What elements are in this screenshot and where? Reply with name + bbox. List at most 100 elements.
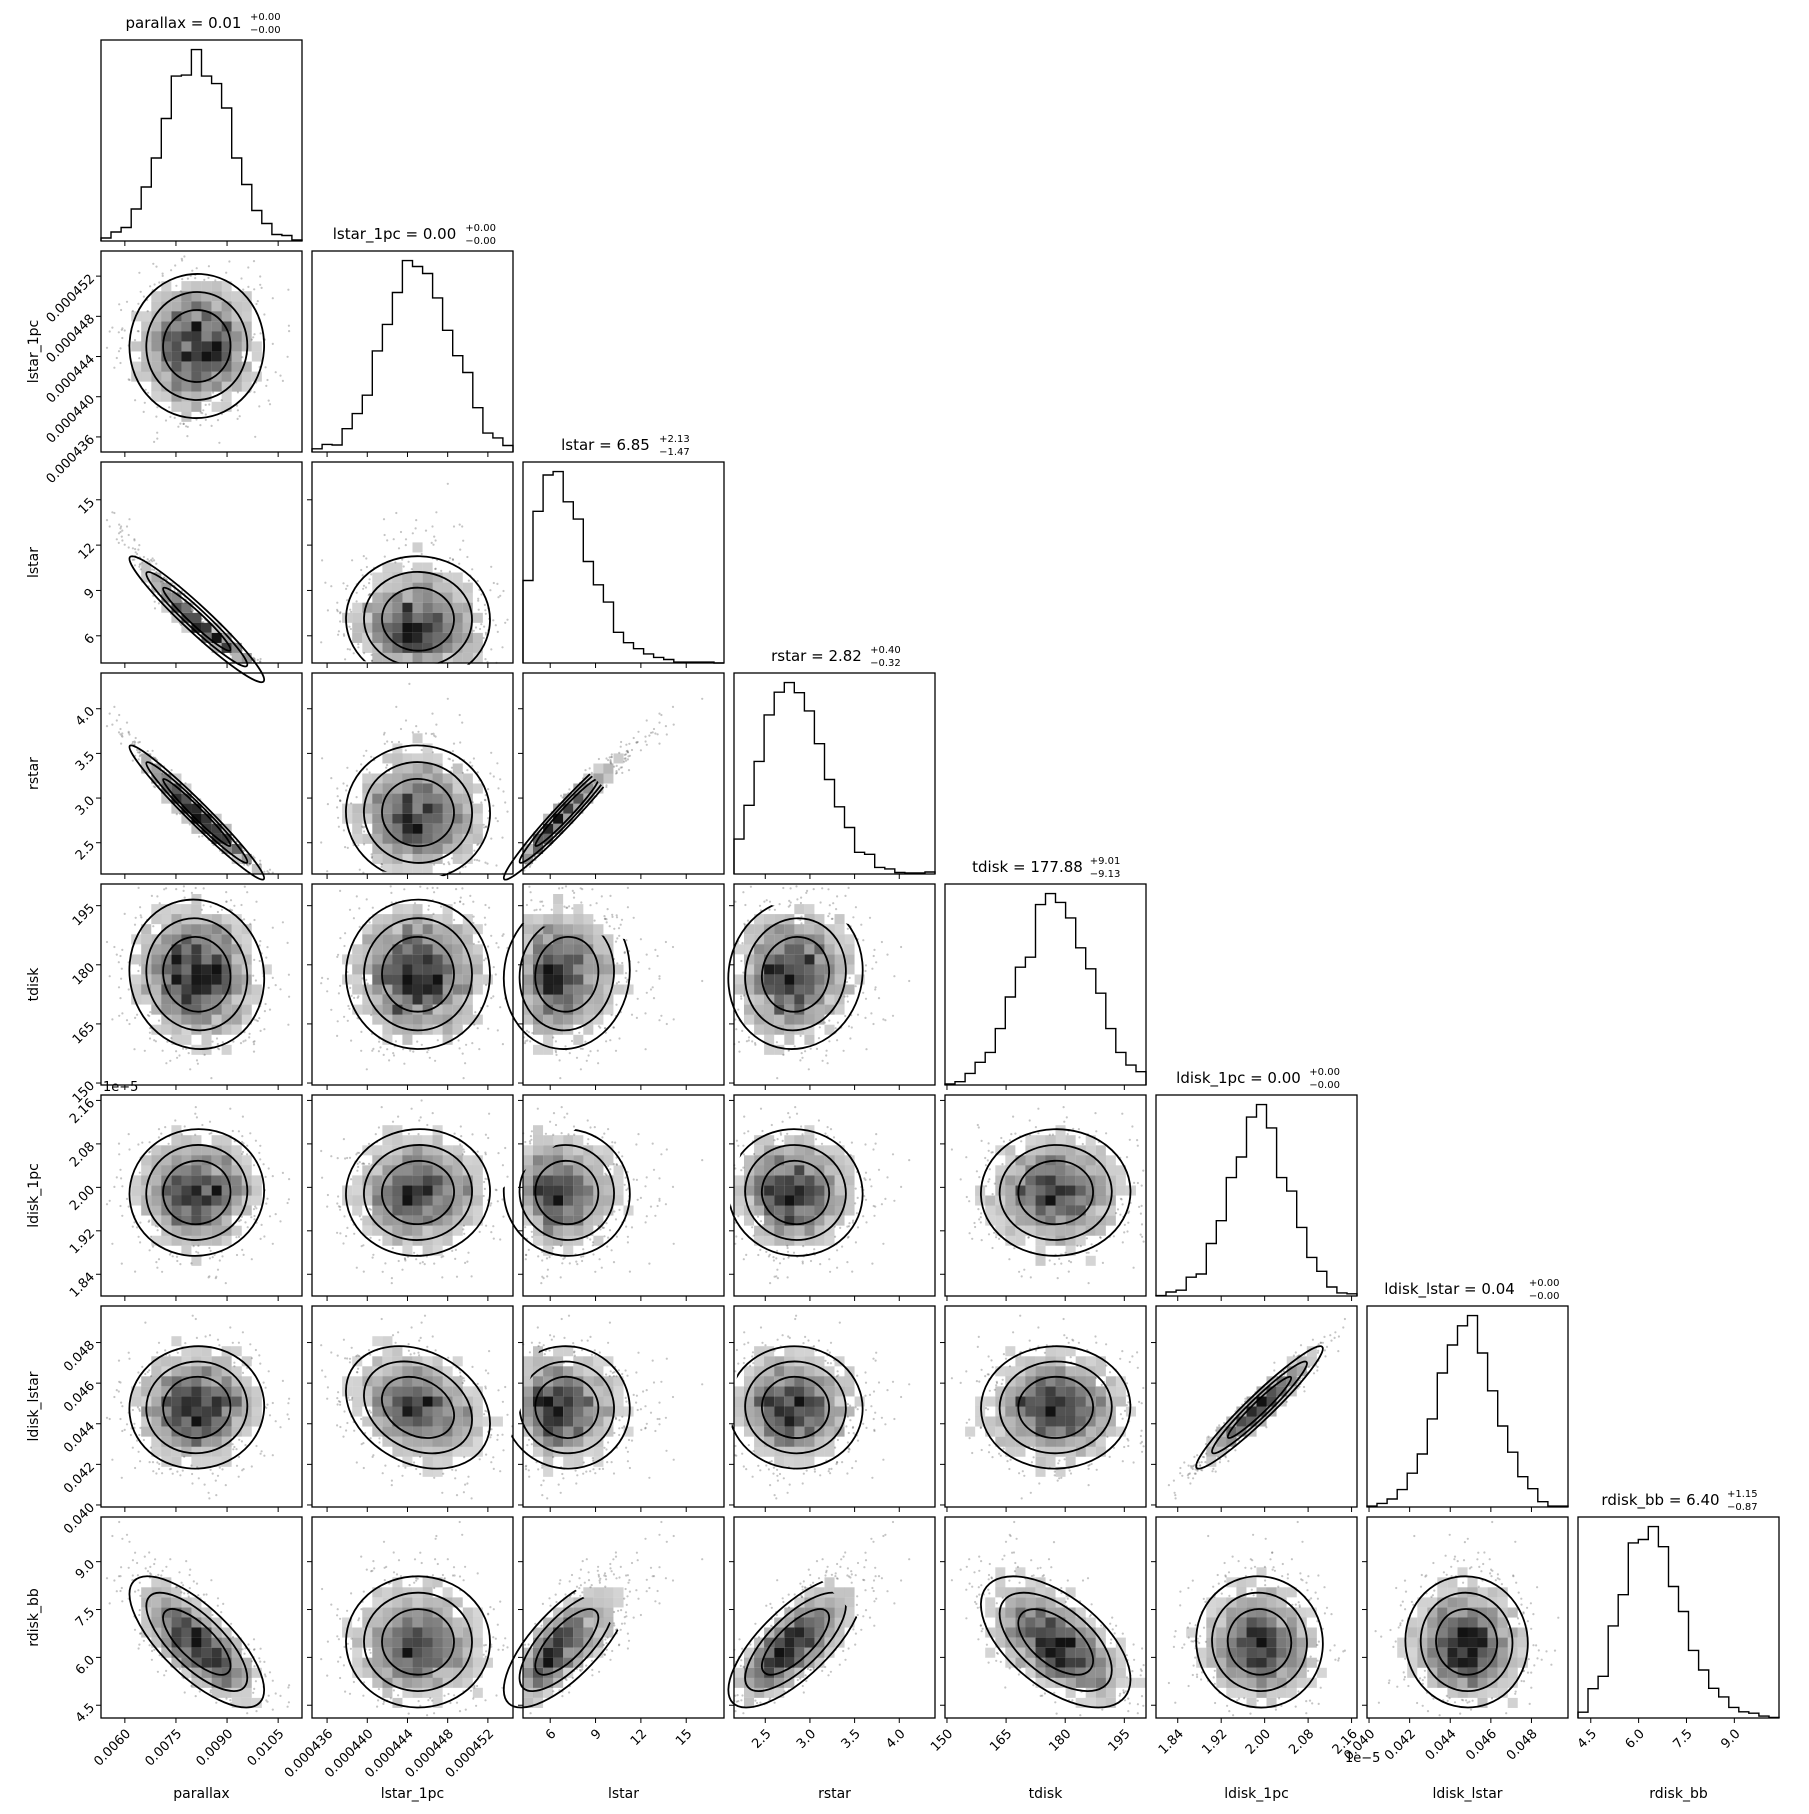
density-cell <box>563 1245 574 1256</box>
panel-ldisk_1pc-vs-lstar_1pc <box>311 1094 514 1297</box>
density-cell <box>1005 1185 1016 1196</box>
density-cell <box>141 994 152 1005</box>
sample-point <box>496 630 499 634</box>
sample-point <box>743 1331 746 1334</box>
density-cell <box>402 753 413 764</box>
density-cell <box>804 1235 815 1246</box>
density-cell <box>191 1135 202 1146</box>
sample-point <box>671 1395 675 1399</box>
density-cell <box>181 1185 192 1196</box>
density-cell <box>161 1406 172 1417</box>
density-cell <box>201 1205 212 1216</box>
density-cell <box>181 361 192 372</box>
density-cell <box>794 1386 805 1397</box>
sample-point <box>833 1225 836 1228</box>
sample-point <box>353 996 356 1000</box>
sample-point <box>829 1362 833 1365</box>
panel-frame <box>733 1305 936 1508</box>
sample-point <box>119 1381 122 1384</box>
density-cell <box>744 1195 755 1206</box>
density-cell <box>744 924 755 935</box>
density-cell <box>171 1165 182 1176</box>
sample-point <box>582 1472 585 1475</box>
sample-point <box>168 1253 171 1256</box>
density-cell <box>392 843 403 854</box>
sample-point <box>252 260 256 263</box>
sample-point <box>215 1494 218 1497</box>
sample-point <box>844 1014 847 1018</box>
sample-point <box>454 1248 457 1251</box>
density-cell <box>161 964 172 975</box>
sample-point <box>552 1246 555 1250</box>
sample-point <box>492 1237 495 1240</box>
density-cell <box>452 602 463 613</box>
sample-point <box>995 1380 998 1383</box>
sample-point <box>567 1314 571 1317</box>
sample-point <box>151 560 154 563</box>
sample-point <box>874 986 877 989</box>
sample-point <box>756 1215 760 1218</box>
sample-point <box>336 955 339 959</box>
sample-point <box>847 1235 850 1238</box>
density-cell <box>191 1446 202 1457</box>
sample-point <box>769 1282 772 1285</box>
sample-point <box>626 906 630 909</box>
sample-point <box>361 977 364 980</box>
sample-point <box>609 894 612 898</box>
sample-point <box>538 1341 541 1344</box>
sample-point <box>253 1214 256 1218</box>
sample-point <box>134 1466 137 1470</box>
sample-point <box>610 762 613 765</box>
sample-point <box>476 843 479 847</box>
density-cell <box>342 974 353 985</box>
contour-level <box>128 744 266 881</box>
sample-point <box>609 1370 612 1373</box>
sample-point <box>252 1050 256 1053</box>
sample-point <box>617 980 620 984</box>
sample-point <box>1013 1247 1016 1250</box>
density-cell <box>161 1195 172 1206</box>
density-cell <box>432 763 443 774</box>
sample-point <box>271 871 274 874</box>
sample-point <box>180 600 183 603</box>
density-cell <box>784 1386 795 1397</box>
sample-point <box>175 1255 179 1258</box>
density-cell <box>181 1446 192 1457</box>
sample-point <box>131 759 134 762</box>
density-cell <box>201 371 212 382</box>
sample-point <box>496 1438 499 1441</box>
density-cell <box>834 984 845 995</box>
density-cell <box>844 984 855 995</box>
sample-point <box>250 338 253 341</box>
sample-point <box>367 594 370 597</box>
sample-point <box>368 771 371 774</box>
density-cell <box>844 1175 855 1186</box>
density-cell <box>352 1376 363 1387</box>
density-cell <box>1085 1145 1096 1156</box>
sample-point <box>851 1221 855 1224</box>
sample-point <box>260 1450 263 1453</box>
sample-point <box>589 1050 592 1053</box>
density-cell <box>402 1225 413 1236</box>
sample-point <box>554 1123 558 1127</box>
density-cell <box>191 1396 202 1407</box>
density-cell <box>764 1024 775 1035</box>
sample-point <box>287 1023 290 1026</box>
sample-point <box>496 1434 499 1437</box>
sample-point <box>800 896 803 899</box>
sample-point <box>458 523 461 526</box>
sample-point <box>734 1167 737 1170</box>
sample-point <box>637 730 640 733</box>
sample-point <box>786 1276 789 1279</box>
sample-point <box>427 908 430 911</box>
density-cell <box>804 1205 815 1216</box>
sample-point <box>648 1262 651 1265</box>
sample-point <box>621 771 624 775</box>
density-cell <box>201 351 212 362</box>
density-cell <box>583 793 594 804</box>
sample-point <box>1008 1467 1011 1471</box>
density-cell <box>1045 1195 1056 1206</box>
sample-point <box>125 1019 129 1022</box>
density-cell <box>754 1386 765 1397</box>
density-cell <box>734 1406 745 1417</box>
